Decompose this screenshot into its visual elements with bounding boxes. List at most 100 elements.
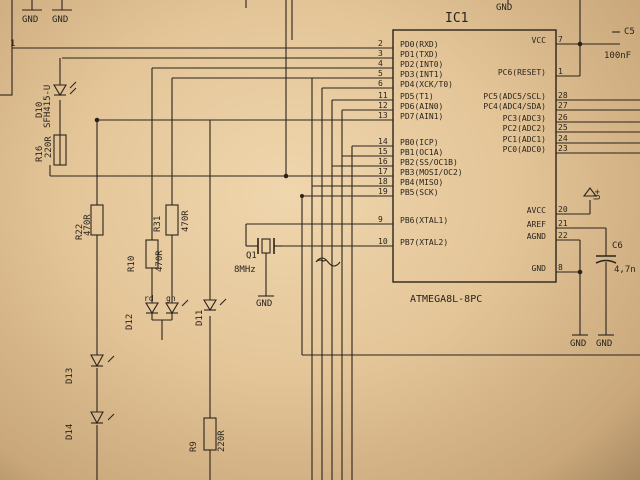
- ic-right-pin-name: GND: [532, 264, 547, 273]
- ic-right-pin-number: 1: [558, 67, 563, 76]
- d11-symbol: [203, 299, 217, 312]
- ic-left-pin-number: 12: [378, 101, 388, 110]
- ic-left-pin-number: 11: [378, 91, 388, 100]
- ic-left-pin-name: PD5(T1): [400, 92, 434, 101]
- d12-gn: gn: [166, 294, 176, 303]
- c6-label: C6: [612, 241, 623, 251]
- ic-right-pin-number: 20: [558, 205, 568, 214]
- ic-left-pin-number: 4: [378, 59, 383, 68]
- ic-right-pin-name: PC2(ADC2): [503, 124, 546, 133]
- ic-right-pin-number: 25: [558, 123, 568, 132]
- ic-left-pin-number: 13: [378, 111, 388, 120]
- d14-label: D14: [65, 424, 75, 440]
- ic-right-pin-name: PC0(ADC0): [503, 145, 546, 154]
- gnd-label-2: GND: [52, 15, 68, 25]
- gnd-label-1: GND: [22, 15, 38, 25]
- ic-left-pin-name: PD4(XCK/T0): [400, 80, 453, 89]
- c5-label: C5: [624, 27, 635, 37]
- ic-left-pin-name: PB1(OC1A): [400, 148, 443, 157]
- ic-left-pin-name: PB5(SCK): [400, 188, 439, 197]
- r10-value: 470R: [155, 250, 165, 272]
- ic-left-pin-number: 10: [378, 237, 388, 246]
- ic-left-pin-name: PB0(ICP): [400, 138, 439, 147]
- ic-right-pin-number: 27: [558, 101, 568, 110]
- d10-value: SFH415-U: [43, 85, 53, 128]
- ic-left-pin-name: PB6(XTAL1): [400, 216, 448, 225]
- ic-left-pin-name: PD0(RXD): [400, 40, 439, 49]
- ic-right-pin-number: 28: [558, 91, 568, 100]
- gnd-label-4: GND: [570, 339, 586, 349]
- r9-body: [203, 417, 217, 451]
- r31-label: R31: [153, 216, 163, 232]
- gnd-label-5: GND: [596, 339, 612, 349]
- tilde-mark: ~: [316, 253, 328, 269]
- d12-rd: rd: [144, 294, 154, 303]
- ic-left-pin-name: PD6(AIN0): [400, 102, 443, 111]
- ic-right-pin-name: PC5(ADC5/SCL): [483, 92, 546, 101]
- ic-part: ATMEGA8L-8PC: [410, 294, 482, 305]
- r16-label: R16: [35, 146, 45, 162]
- d12-label: D12: [125, 314, 135, 330]
- ic-left-pin-name: PD3(INT1): [400, 70, 443, 79]
- ic-right-pin-name: PC3(ADC3): [503, 114, 546, 123]
- ic-right-pin-number: 24: [558, 134, 568, 143]
- ic-right-pin-number: 21: [558, 219, 568, 228]
- ic-right-pin-name: PC1(ADC1): [503, 135, 546, 144]
- d10-symbol: [53, 84, 67, 97]
- vplus-label: U+: [593, 189, 603, 200]
- ic-left-pin-number: 18: [378, 177, 388, 186]
- ic-left-pin-number: 2: [378, 39, 383, 48]
- ic-right-pin-name: VCC: [532, 36, 547, 45]
- ic-right-pin-name: PC6(RESET): [498, 68, 546, 77]
- d13-symbol: [90, 354, 104, 368]
- ic-right-pin-name: AREF: [527, 220, 546, 229]
- ic-left-pin-name: PB7(XTAL2): [400, 238, 448, 247]
- r22-value: 470R: [83, 214, 93, 236]
- r22-body: [90, 204, 104, 236]
- ic-left-pin-number: 9: [378, 215, 383, 224]
- r10-label: R10: [127, 256, 137, 272]
- ic-left-pin-name: PB3(MOSI/OC2): [400, 168, 463, 177]
- ic-right-pin-number: 26: [558, 113, 568, 122]
- ic-name: IC1: [445, 11, 468, 26]
- ic-right-pin-number: 8: [558, 263, 563, 272]
- r9-value: 220R: [217, 430, 227, 452]
- ic-left-pin-name: PD1(TXD): [400, 50, 439, 59]
- pin-1-label: 1: [10, 39, 15, 49]
- c6-value: 4,7n: [614, 265, 636, 275]
- ic-left-pin-number: 6: [378, 79, 383, 88]
- c5-value: 100nF: [604, 51, 631, 61]
- ic-left-pin-name: PB4(MISO): [400, 178, 443, 187]
- r31-value: 470R: [181, 210, 191, 232]
- ic-left-pin-name: PD7(AIN1): [400, 112, 443, 121]
- d11-label: D11: [195, 310, 205, 326]
- r22-label: R22: [75, 224, 85, 240]
- ic-left-pin-number: 3: [378, 49, 383, 58]
- left-connector-box: [0, 0, 13, 96]
- ic-right-pin-number: 22: [558, 231, 568, 240]
- ic-left-pin-number: 14: [378, 137, 388, 146]
- r10-body: [145, 239, 159, 269]
- ic-left-pin-number: 15: [378, 147, 388, 156]
- ic-left-pin-number: 5: [378, 69, 383, 78]
- gnd-label-q1: GND: [256, 299, 272, 309]
- ic-right-pin-name: PC4(ADC4/SDA): [483, 102, 546, 111]
- d12-green-symbol: [165, 302, 179, 315]
- q1-label: Q1: [246, 251, 257, 261]
- q1-value: 8MHz: [234, 265, 256, 275]
- ic-left-pin-number: 17: [378, 167, 388, 176]
- ic-left-pin-number: 16: [378, 157, 388, 166]
- d12-red-symbol: [145, 302, 159, 315]
- d10-label: D10: [35, 102, 45, 118]
- ic-right-pin-number: 23: [558, 144, 568, 153]
- r9-label: R9: [189, 441, 199, 452]
- ic-left-pin-name: PD2(INT0): [400, 60, 443, 69]
- ic-left-pin-name: PB2(SS/OC1B): [400, 158, 458, 167]
- r16-value: 220R: [44, 136, 54, 158]
- gnd-label-3: GND: [496, 3, 512, 13]
- d13-label: D13: [65, 368, 75, 384]
